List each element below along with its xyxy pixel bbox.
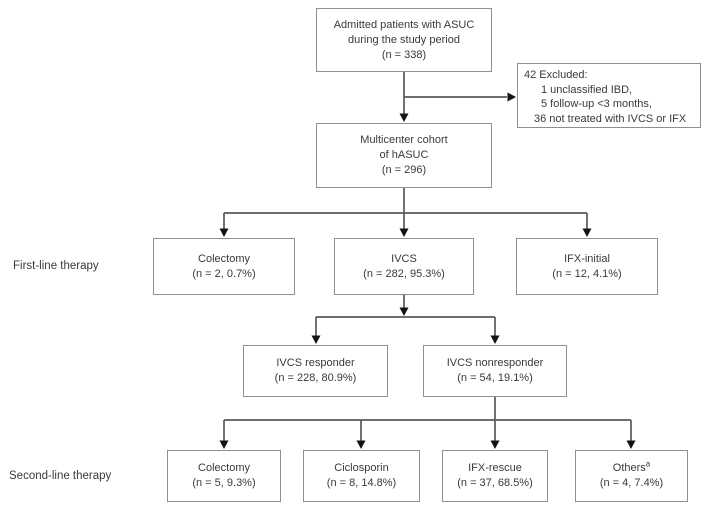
excluded-item-3: 36 not treated with IVCS or IFX — [534, 112, 687, 125]
excluded-item-2: 5 follow-up <3 months, — [541, 98, 652, 110]
others-label-line: Othersa — [612, 459, 651, 476]
ivcs-n: (n = 282, 95.3%) — [363, 267, 445, 280]
box-colectomy-second-line: Colectomy (n = 5, 9.3%) — [167, 450, 281, 502]
cohort-line-1: Multicenter cohort — [360, 134, 448, 146]
box-others: Othersa (n = 4, 7.4%) — [575, 450, 688, 502]
box-colectomy-first-line: Colectomy (n = 2, 0.7%) — [153, 238, 295, 295]
box-excluded: 42 Excluded: 1 unclassified IBD, 5 follo… — [517, 63, 701, 128]
colectomy-first-n: (n = 2, 0.7%) — [192, 267, 256, 280]
ciclosporin-label: Ciclosporin — [334, 462, 389, 474]
ifx-initial-n: (n = 12, 4.1%) — [552, 267, 622, 280]
row-label-second-line-therapy: Second-line therapy — [9, 470, 112, 482]
colectomy-second-label: Colectomy — [198, 462, 250, 474]
box-multicenter-cohort: Multicenter cohort of hASUC (n = 296) — [316, 123, 492, 188]
ivcs-responder-n: (n = 228, 80.9%) — [274, 372, 357, 384]
box-ivcs-nonresponder: IVCS nonresponder (n = 54, 19.1%) — [423, 345, 567, 397]
others-superscript: a — [645, 459, 651, 469]
ivcs-nonresponder-n: (n = 54, 19.1%) — [457, 372, 533, 384]
box-ifx-rescue: IFX-rescue (n = 37, 68.5%) — [442, 450, 548, 502]
excluded-item-1: 1 unclassified IBD, — [541, 83, 633, 96]
colectomy-first-label: Colectomy — [198, 252, 250, 265]
box-ivcs: IVCS (n = 282, 95.3%) — [334, 238, 474, 295]
box-ciclosporin: Ciclosporin (n = 8, 14.8%) — [303, 450, 420, 502]
ciclosporin-n: (n = 8, 14.8%) — [326, 477, 397, 489]
ivcs-nonresponder-label: IVCS nonresponder — [446, 357, 544, 369]
colectomy-second-n: (n = 5, 9.3%) — [192, 477, 256, 489]
others-n: (n = 4, 7.4%) — [599, 477, 664, 489]
box-admitted-line-1: Admitted patients with ASUC — [333, 18, 475, 31]
cohort-n: (n = 296) — [381, 164, 427, 176]
box-admitted-line-2: during the study period — [348, 33, 460, 46]
row-label-first-line-therapy: First-line therapy — [13, 260, 99, 272]
box-ivcs-responder: IVCS responder (n = 228, 80.9%) — [243, 345, 388, 397]
ifx-rescue-n: (n = 37, 68.5%) — [457, 477, 533, 489]
ifx-rescue-label: IFX-rescue — [468, 462, 522, 474]
box-ifx-initial: IFX-initial (n = 12, 4.1%) — [516, 238, 658, 295]
others-label: Others — [612, 462, 646, 474]
box-admitted-patients: Admitted patients with ASUC during the s… — [316, 8, 492, 72]
cohort-line-2: of hASUC — [379, 149, 429, 161]
ivcs-responder-label: IVCS responder — [276, 357, 355, 369]
ivcs-label: IVCS — [391, 252, 417, 265]
excluded-header: 42 Excluded: — [524, 69, 588, 81]
box-admitted-n: (n = 338) — [381, 48, 427, 61]
ifx-initial-label: IFX-initial — [564, 252, 610, 265]
